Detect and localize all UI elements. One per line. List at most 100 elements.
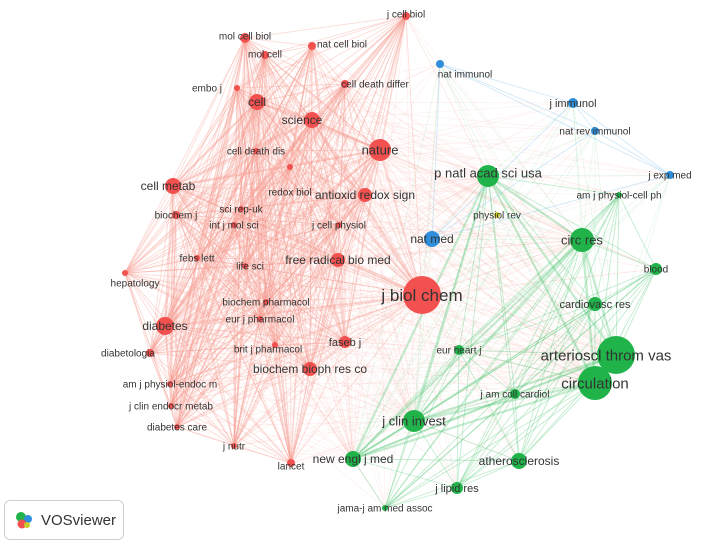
node-lancet[interactable] [287,459,295,467]
node-j-cell-physiol[interactable] [336,222,342,228]
node-j-lipid-res[interactable] [451,482,463,494]
link-mol-cell-biol-int-j-mol-sci [233,37,246,226]
node-cell-death-differ[interactable] [341,80,349,88]
link-science-biochem-j [175,119,313,216]
link-int-j-mol-sci-free-radical-bio-med [233,224,339,261]
node-diabetologia[interactable] [146,349,154,357]
node-label-j-lipid-res: j lipid res [434,483,479,495]
node-embo-j[interactable] [234,85,240,91]
link-nat-cell-biol-embo-j [236,45,313,89]
node-cell-metab[interactable] [165,178,181,194]
node-nature[interactable] [369,139,391,161]
link-free-radical-bio-med-j-clin-endocr-metab [170,259,339,407]
node-febs-lett[interactable] [194,255,200,261]
link-eur-j-pharmacol-circulation [259,318,596,384]
node-new-engl-j-med[interactable] [345,451,361,467]
node-sci-rep-uk[interactable] [238,206,244,212]
node-biochem-j[interactable] [172,211,180,219]
link-redox-biol-hepatology [124,166,291,274]
link-cell-death-differ-j-clin-invest [344,83,415,422]
link-cell-death-differ-circulation [344,83,596,384]
node-biochem-bioph-res-co[interactable] [303,362,317,376]
link-redox-biol-am-j-physiol-endoc-m [169,166,291,385]
link-nature-arterioscl-throm-vas [379,149,617,356]
node-nat-med[interactable] [424,231,440,247]
link-lancet-circ-res [290,239,583,464]
link-nat-cell-biol-antioxid-redox-sign [311,45,366,196]
node-j-immunol[interactable] [568,98,578,108]
link-diabetes-biochem-pharmacol [164,301,267,327]
link-mol-cell-redox-biol [264,54,291,168]
node-life-sci[interactable] [242,263,248,269]
link-diabetes-mol-cell-biol [164,37,246,327]
link-cell-metab-cardiovasc-res [172,185,596,305]
node-diabetes[interactable] [156,317,174,335]
node-j-nutr[interactable] [231,443,237,449]
node-antioxid-redox-sign[interactable] [358,188,372,202]
link-redox-biol-arterioscl-throm-vas [289,166,617,356]
node-redox-biol[interactable] [287,164,293,170]
node-free-radical-bio-med[interactable] [331,253,345,267]
node-p-natl-acad-sci-usa[interactable] [477,165,499,187]
node-science[interactable] [304,112,320,128]
link-antioxid-redox-sign-biochem-j [175,194,366,216]
node-hepatology[interactable] [122,270,128,276]
link-febs-lett-lancet [196,257,292,464]
node-biochem-pharmacol[interactable] [263,299,269,305]
node-cardiovasc-res[interactable] [588,297,602,311]
node-int-j-mol-sci[interactable] [231,222,237,228]
link-faseb-j-p-natl-acad-sci-usa [344,175,489,343]
node-circ-res[interactable] [570,228,594,252]
node-mol-cell[interactable] [261,51,269,59]
link-atherosclerosis-j-lipid-res [456,460,520,489]
node-j-cell-biol[interactable] [402,12,410,20]
link-antioxid-redox-sign-arterioscl-throm-vas [364,194,617,356]
link-faseb-j-circ-res [344,239,583,343]
link-cell-metab-arterioscl-throm-vas [172,185,617,356]
node-am-j-physiol-cell-ph[interactable] [616,192,622,198]
node-am-j-physiol-endoc-m[interactable] [167,381,173,387]
link-embo-j-free-radical-bio-med [236,87,339,261]
node-nat-cell-biol[interactable] [308,42,316,50]
node-eur-heart-j[interactable] [454,345,464,355]
node-j-clin-endocr-metab[interactable] [168,403,174,409]
link-arterioscl-throm-vas-nat-immunol [439,63,617,356]
link-j-clin-endocr-metab-arterioscl-throm-vas [170,354,617,407]
link-mol-cell-biol-diabetologia [149,37,246,354]
node-diabetes-care[interactable] [174,424,180,430]
link-brit-j-pharmacol-arterioscl-throm-vas [274,344,617,356]
node-nat-rev-immunol[interactable] [591,127,599,135]
link-brit-j-pharmacol-biochem-bioph-res-co [274,344,311,370]
link-diabetologia-biochem-bioph-res-co [149,352,311,370]
link-mol-cell-diabetologia [149,54,266,354]
node-nat-immunol[interactable] [436,60,444,68]
node-atherosclerosis[interactable] [511,453,527,469]
node-mol-cell-biol[interactable] [240,33,250,43]
node-j-exp-med[interactable] [666,171,674,179]
node-faseb-j[interactable] [339,336,351,348]
link-mol-cell-j-clin-endocr-metab [170,54,266,407]
vosviewer-badge[interactable]: VOSviewer [4,500,124,540]
link-biochem-j-int-j-mol-sci [175,214,235,226]
node-arterioscl-throm-vas[interactable] [597,336,635,374]
node-j-am-coll-cardiol[interactable] [510,389,520,399]
link-antioxid-redox-sign-febs-lett [196,194,366,259]
link-mol-cell-nat-cell-biol [264,45,313,56]
link-am-j-physiol-endoc-m-circ-res [169,239,583,385]
node-cell[interactable] [249,94,265,110]
link-cell-death-dis-j-cell-physiol [255,150,340,226]
node-brit-j-pharmacol[interactable] [272,342,278,348]
node-cell-death-dis[interactable] [253,148,259,154]
node-jama-j-am-med-assoc[interactable] [382,505,388,511]
node-physiol-rev[interactable] [494,212,500,218]
node-circulation[interactable] [578,366,612,400]
link-circ-res-j-lipid-res [456,239,583,489]
link-life-sci-p-natl-acad-sci-usa [244,175,489,267]
node-j-biol-chem[interactable] [403,276,441,314]
node-j-clin-invest[interactable] [403,410,425,432]
node-blood[interactable] [650,263,662,275]
link-j-biol-chem-lancet [290,294,423,464]
link-cell-metab-blood [172,185,657,270]
node-eur-j-pharmacol[interactable] [257,316,263,322]
